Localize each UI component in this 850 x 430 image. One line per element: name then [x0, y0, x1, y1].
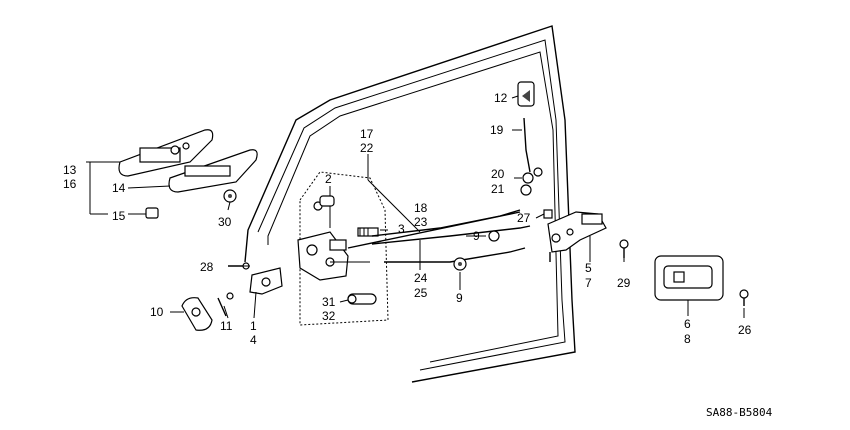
callout-9-lower: 9: [456, 291, 463, 305]
screw-29: [619, 239, 629, 258]
callout-5: 5: [585, 261, 592, 275]
callout-13: 13: [63, 163, 77, 177]
callout-17: 17: [360, 127, 374, 141]
callout-6: 6: [684, 317, 691, 331]
rods: [330, 209, 531, 271]
cap-31-32: [347, 293, 377, 305]
callout-2: 2: [325, 172, 332, 186]
callout-29: 29: [617, 276, 631, 290]
inside-handle-6-8: [654, 255, 724, 301]
cylinder-3: [357, 227, 379, 237]
callout-20: 20: [491, 167, 505, 181]
callout-23: 23: [414, 215, 428, 229]
callout-1: 1: [250, 319, 257, 333]
bezel-10: [181, 297, 213, 331]
lock-parts-20-21: [520, 167, 543, 196]
callout-8: 8: [684, 332, 691, 346]
callout-28: 28: [200, 260, 214, 274]
callout-25: 25: [414, 286, 428, 300]
callout-11: 11: [220, 319, 233, 333]
lock-rod-19: [523, 117, 531, 173]
callout-16: 16: [63, 177, 77, 191]
callout-4: 4: [250, 333, 257, 347]
lock-knob-12: [517, 81, 535, 107]
callout-21: 21: [491, 182, 505, 196]
leader-lines: [86, 95, 745, 319]
callout-24: 24: [414, 271, 428, 285]
callout-3: 3: [398, 222, 405, 236]
callout-22: 22: [360, 141, 374, 155]
pin-11: [217, 292, 234, 317]
callout-32: 32: [322, 309, 336, 323]
diagram-code: SA88-B5804: [706, 406, 773, 419]
callout-26: 26: [738, 323, 752, 337]
callout-9-upper: 9: [473, 229, 480, 243]
callout-labels: 1 2 3 4 5 6 7 8 9 9 10 11 12 13 14 15 16…: [63, 91, 752, 347]
callout-31: 31: [322, 295, 336, 309]
clip-27: [543, 209, 553, 219]
callout-15: 15: [112, 209, 126, 223]
callout-30: 30: [218, 215, 232, 229]
door-frame: [244, 25, 576, 383]
callout-19: 19: [490, 123, 504, 137]
inner-latch-5-7: [547, 211, 607, 262]
callout-18: 18: [414, 201, 428, 215]
callout-12: 12: [494, 91, 508, 105]
callout-10: 10: [150, 305, 164, 319]
grommet-30: [223, 189, 237, 203]
door-latch-17-22: [297, 195, 349, 281]
callout-14: 14: [112, 181, 126, 195]
clip-15: [145, 207, 159, 219]
outer-handle-13-16: [118, 129, 214, 177]
bracket-1-4: [249, 267, 283, 295]
screw-26: [739, 289, 749, 306]
callout-27: 27: [517, 211, 531, 225]
callout-7: 7: [585, 276, 592, 290]
